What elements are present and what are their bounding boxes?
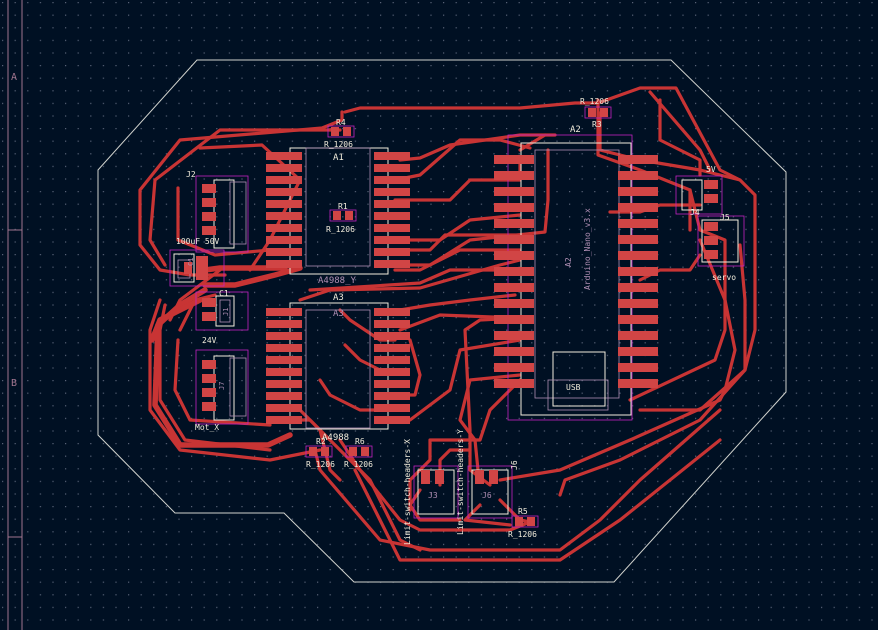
a3-fab-ref-label: A3 — [333, 309, 344, 319]
j6-value-label: Limit-switch-headers-Y — [456, 429, 465, 535]
j6-fab-ref-label: J6 — [482, 491, 492, 500]
a1-ref-label: A1 — [333, 153, 344, 163]
a1-value-label: A4988_Y — [318, 276, 357, 286]
a1-footprint[interactable]: A1 A4988_Y — [266, 147, 410, 286]
frame-row-a-label: A — [11, 72, 17, 83]
v5-label: 5V — [706, 165, 716, 174]
c1-ref-label: C1 — [219, 289, 229, 298]
a3-value-label: A4988 — [322, 433, 349, 443]
c1-capacitor[interactable]: 100uF 50V C1 — [169, 237, 225, 287]
r-top-right-value: R_1206 — [580, 97, 609, 106]
j5-value-label: servo — [712, 273, 736, 282]
frame-row-b-label: B — [11, 378, 17, 389]
j1-fab-ref-label: J1 — [222, 308, 230, 316]
v24-label: 24V — [202, 336, 217, 345]
j2-ref-label: J2 — [186, 170, 196, 179]
copper-tracks — [138, 86, 757, 562]
a3-footprint[interactable]: A3 A3 A4988 — [266, 293, 410, 443]
a2-value-label: Arduino_Nano_v3.x — [583, 208, 592, 290]
r-bottom-2-ref: R6 — [355, 437, 365, 446]
j3-ref-label: J3 — [428, 491, 438, 500]
j5-connector[interactable]: J5 servo — [697, 213, 745, 282]
r-top-left-value: R_1206 — [324, 140, 353, 149]
j5-ref-label: J5 — [720, 213, 730, 222]
r-bottom-2-value: R_1206 — [344, 460, 373, 469]
resistor-r-bottom-1[interactable]: R2 R_1206 — [305, 437, 335, 469]
r-bottom-3-ref: R5 — [518, 507, 528, 516]
a2-footprint[interactable]: A2 A2 Arduino_Nano_v3.x USB — [494, 125, 658, 421]
resistor-r-top-right[interactable]: R_1206 R3 — [580, 97, 612, 129]
j7-fab-ref-label: J7 — [218, 382, 226, 390]
resistor-r-top-left[interactable]: R4 R_1206 — [324, 118, 355, 149]
j1-connector[interactable]: C1 J1 24V — [195, 289, 249, 345]
j3-limit-switch-header[interactable]: J3 Limit-switch-headers-X — [403, 439, 459, 545]
c1-fab-ref-label: C1 — [187, 258, 195, 266]
a3-ref-label: A3 — [333, 293, 344, 303]
resistor-r-bottom-2[interactable]: R6 R_1206 — [344, 437, 373, 469]
resistor-r-bottom-3[interactable]: R5 R_1206 — [508, 507, 539, 539]
r-mid-left-value: R_1206 — [326, 225, 355, 234]
r-mid-left-ref: R1 — [338, 202, 348, 211]
r-top-right-ref: R3 — [592, 120, 602, 129]
board-edge-outline — [97, 59, 787, 583]
j6-limit-switch-header[interactable]: J6 J6 Limit-switch-headers-Y — [456, 429, 519, 535]
j7-connector[interactable]: J7 Mot_X — [195, 349, 249, 432]
j3-value-label: Limit-switch-headers-X — [403, 439, 412, 545]
j7-value-label: Mot_X — [195, 423, 219, 432]
c1-value-label: 100uF 50V — [176, 237, 220, 246]
j4-ref-label: J4 — [690, 208, 700, 217]
r-top-left-ref: R4 — [336, 118, 346, 127]
sheet-frame — [7, 0, 23, 630]
j2-connector[interactable]: J2 — [186, 170, 249, 253]
a2-fab-ref-label: A2 — [564, 257, 573, 267]
j4-connector[interactable]: 5V J4 — [675, 165, 723, 217]
usb-connector-label: USB — [566, 383, 581, 392]
j6-ref-label: J6 — [510, 460, 519, 470]
r-bottom-1-value: R_1206 — [306, 460, 335, 469]
a2-ref-label: A2 — [570, 125, 581, 135]
resistor-r-mid-left[interactable]: R1 R_1206 — [326, 202, 357, 234]
r-bottom-3-value: R_1206 — [508, 530, 537, 539]
r-bottom-1-ref: R2 — [316, 437, 326, 446]
